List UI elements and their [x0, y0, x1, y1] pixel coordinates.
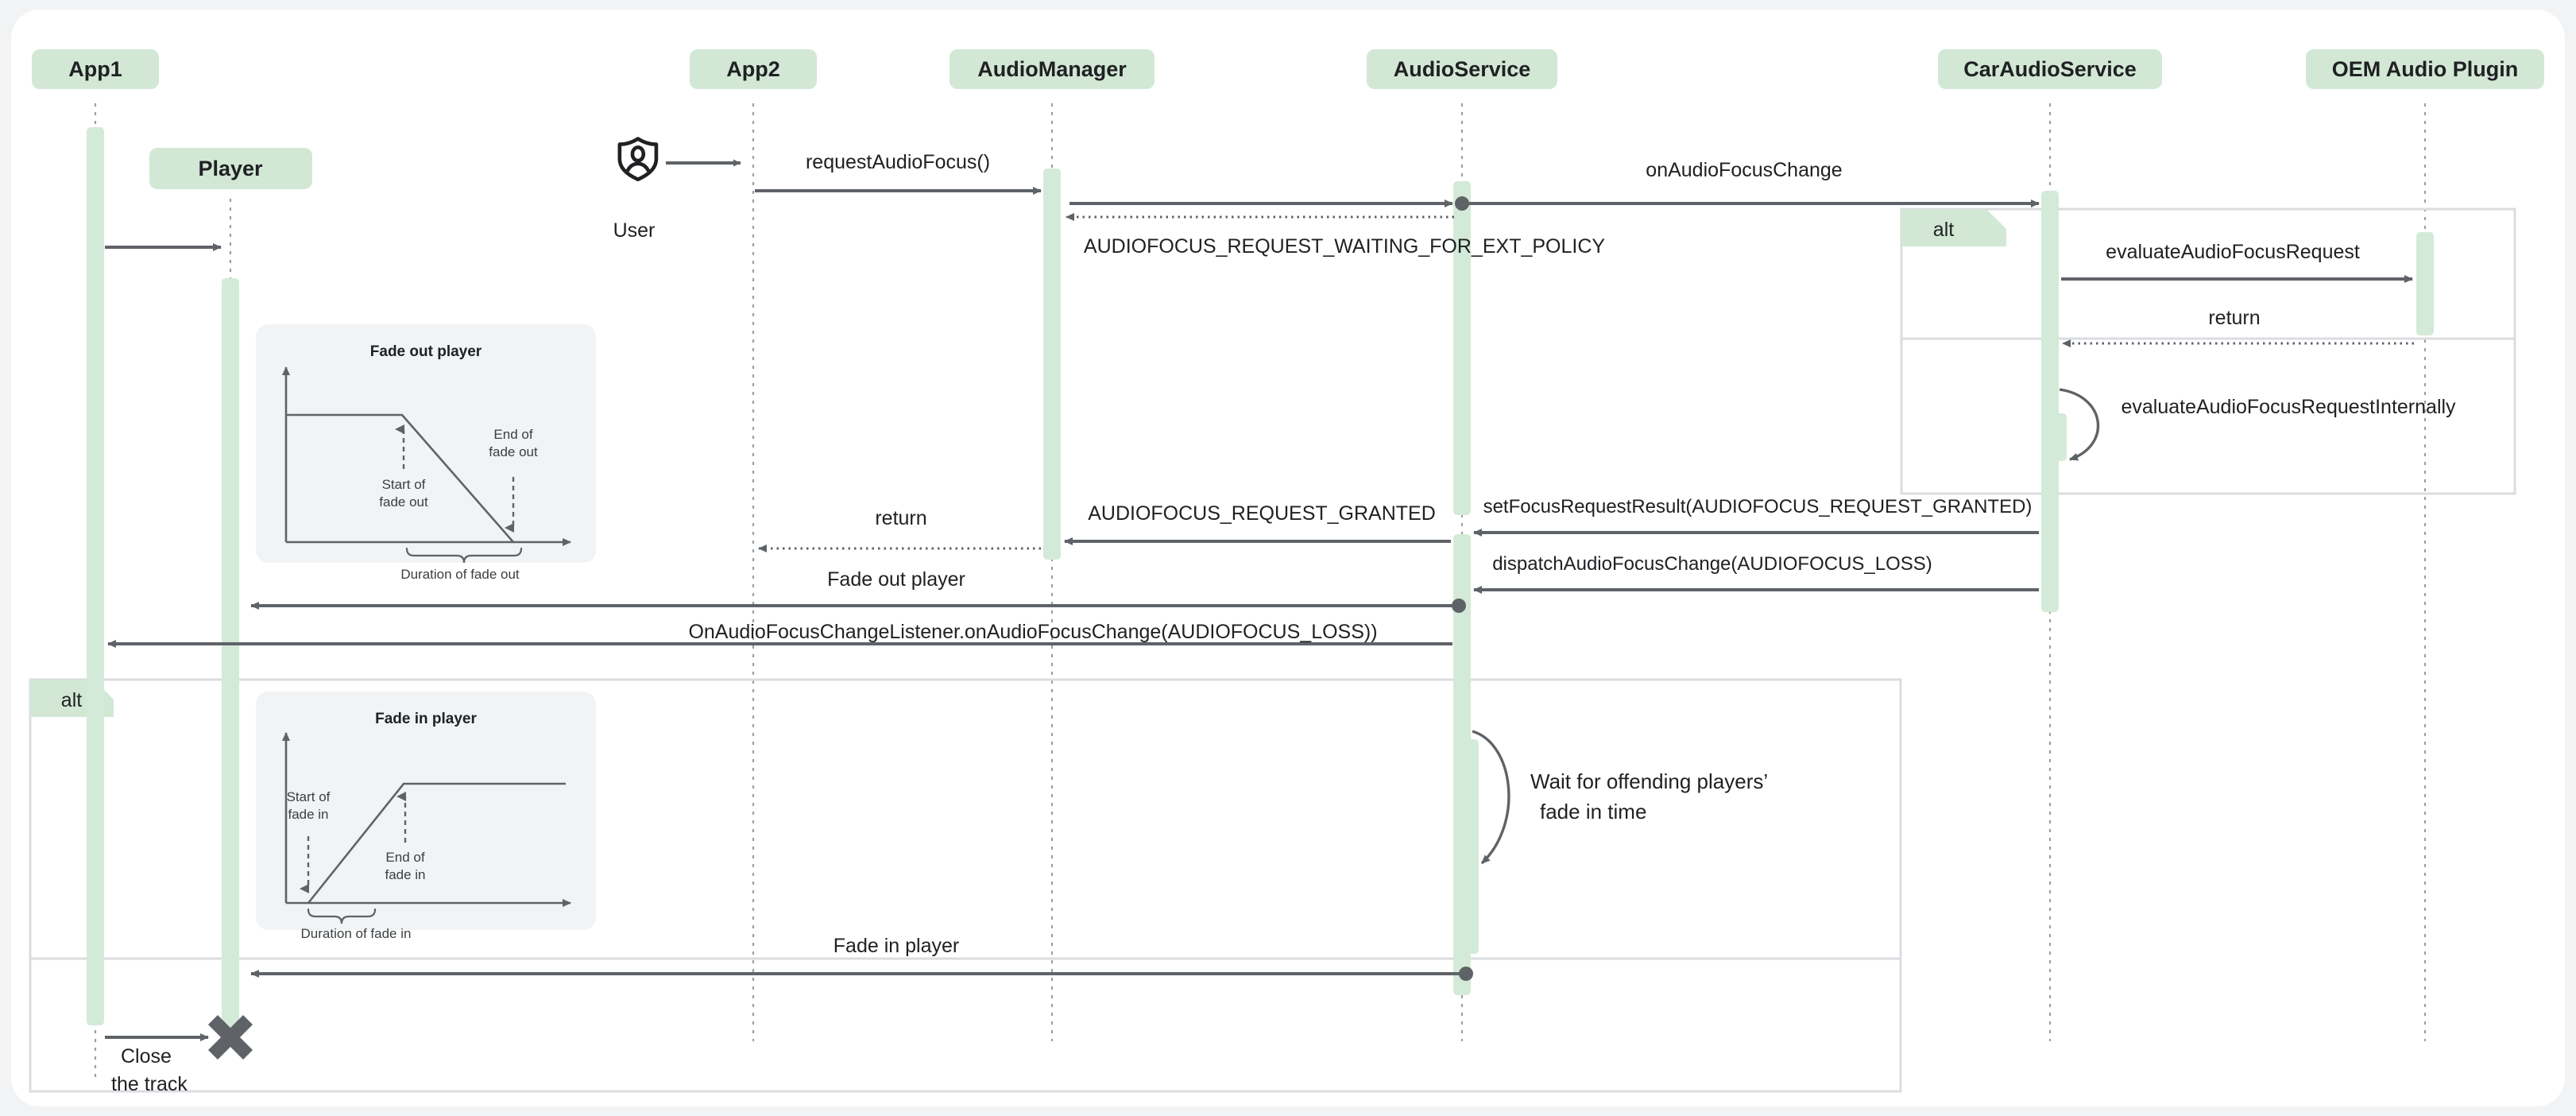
- note-wait-line1: Wait for offending players’: [1530, 769, 1768, 793]
- activation-audiomanager: [1043, 169, 1061, 560]
- chart-fade-in-duration: Duration of fade in: [301, 926, 412, 941]
- actor-user-label: User: [613, 219, 656, 242]
- message-closethetrack: Close the track: [105, 1033, 209, 1095]
- message-onaudiofocuschange-label: onAudioFocusChange: [1646, 159, 1842, 181]
- activation-app1: [87, 127, 104, 1025]
- message-fadeinplayer: Fade in player: [250, 935, 1473, 981]
- message-onaudiofocuschangelistener: OnAudioFocusChangeListener.onAudioFocusC…: [107, 621, 1452, 648]
- activation-oemplugin: [2416, 232, 2434, 335]
- activation-audioservice-3: [1461, 739, 1479, 954]
- message-granted-label: AUDIOFOCUS_REQUEST_GRANTED: [1088, 502, 1436, 525]
- chart-fade-out-end-l2: fade out: [489, 444, 538, 459]
- user-shield-icon: [617, 137, 659, 182]
- message-waiting-ext-policy-label: AUDIOFOCUS_REQUEST_WAITING_FOR_EXT_POLIC…: [1084, 235, 1605, 258]
- participant-caraudioservice-label: CarAudioService: [1963, 57, 2137, 81]
- participant-player-label: Player: [198, 157, 263, 180]
- chart-fade-out-start-l2: fade out: [379, 494, 428, 510]
- message-evaluate-internally-label: evaluateAudioFocusRequestInternally: [2121, 396, 2456, 418]
- message-fadeinplayer-label: Fade in player: [834, 935, 959, 957]
- participant-app2[interactable]: App2: [690, 49, 817, 89]
- message-evaluate-internally: evaluateAudioFocusRequestInternally: [2059, 388, 2456, 461]
- alt-left-label: alt: [61, 689, 82, 711]
- message-waiting-ext-policy: AUDIOFOCUS_REQUEST_WAITING_FOR_EXT_POLIC…: [1066, 213, 1605, 258]
- message-closethetrack-label-line1: Close: [121, 1045, 172, 1068]
- message-return-am: return: [758, 507, 1041, 552]
- activation-player: [222, 278, 239, 1033]
- activation-audioservice-1: [1453, 181, 1471, 515]
- message-evaluateaudiofocusrequest-label: evaluateAudioFocusRequest: [2106, 241, 2360, 263]
- participant-app2-label: App2: [726, 57, 780, 81]
- participant-player[interactable]: Player: [149, 148, 312, 189]
- participant-audioservice[interactable]: AudioService: [1367, 49, 1557, 89]
- chart-fade-in-end-l2: fade in: [385, 867, 425, 882]
- participant-audioservice-label: AudioService: [1394, 57, 1531, 81]
- participant-app1[interactable]: App1: [32, 49, 159, 89]
- chart-fade-out-title: Fade out player: [370, 343, 482, 360]
- message-requestaudiofocus: requestAudioFocus(): [755, 151, 1042, 195]
- chart-fade-out-player: Fade out player Start of fade out End of…: [256, 324, 596, 582]
- participant-app1-label: App1: [68, 57, 122, 81]
- note-wait-offending-players: Wait for offending players’ fade in time: [1472, 730, 1768, 865]
- message-requestaudiofocus-label: requestAudioFocus(): [806, 151, 990, 173]
- activation-caraudioservice-self: [2049, 413, 2067, 461]
- activation-caraudioservice: [2041, 191, 2059, 612]
- actor-user: User: [613, 137, 659, 242]
- note-wait-line2: fade in time: [1540, 800, 1646, 823]
- message-fadeoutplayer-label: Fade out player: [827, 568, 965, 591]
- message-setfocusrequestresult-label: setFocusRequestResult(AUDIOFOCUS_REQUEST…: [1483, 496, 2033, 517]
- chart-fade-in-start-l1: Start of: [287, 789, 331, 804]
- activation-bars: [87, 127, 2434, 1033]
- participant-audiomanager[interactable]: AudioManager: [950, 49, 1155, 89]
- chart-fade-in-title: Fade in player: [375, 711, 477, 727]
- participant-caraudioservice[interactable]: CarAudioService: [1938, 49, 2162, 89]
- message-evaluateaudiofocusrequest: evaluateAudioFocusRequest: [2061, 241, 2413, 283]
- message-onaudiofocuschangelistener-label: OnAudioFocusChangeListener.onAudioFocusC…: [688, 621, 1377, 643]
- message-dispatchaudiofocuschange: dispatchAudioFocusChange(AUDIOFOCUS_LOSS…: [1473, 553, 2039, 594]
- participant-oemplugin[interactable]: OEM Audio Plugin: [2306, 49, 2544, 89]
- message-return-oem: return: [2062, 307, 2414, 347]
- participant-oemplugin-label: OEM Audio Plugin: [2332, 57, 2518, 81]
- participant-audiomanager-label: AudioManager: [977, 57, 1127, 81]
- chart-fade-in-start-l2: fade in: [288, 807, 328, 822]
- x-cross-icon: [207, 1014, 253, 1060]
- message-dispatchaudiofocuschange-label: dispatchAudioFocusChange(AUDIOFOCUS_LOSS…: [1492, 553, 1932, 575]
- message-fadeoutplayer: Fade out player: [250, 568, 1466, 613]
- message-closethetrack-label-line2: the track: [111, 1073, 188, 1095]
- message-onaudiofocuschange: onAudioFocusChange: [1069, 159, 2040, 211]
- chart-fade-in-player: Fade in player Start of fade in End of f…: [256, 692, 596, 941]
- fragment-alt-right: alt: [1900, 207, 2516, 495]
- chart-fade-out-duration: Duration of fade out: [400, 567, 520, 582]
- chart-fade-out-start-l1: Start of: [382, 477, 426, 492]
- message-return-am-label: return: [875, 507, 926, 529]
- chart-fade-out-end-l1: End of: [493, 427, 532, 442]
- alt-right-label: alt: [1933, 219, 1954, 241]
- chart-fade-in-end-l1: End of: [385, 850, 424, 865]
- message-return-oem-label: return: [2208, 307, 2260, 329]
- message-granted: AUDIOFOCUS_REQUEST_GRANTED: [1064, 502, 1451, 545]
- message-setfocusrequestresult: setFocusRequestResult(AUDIOFOCUS_REQUEST…: [1473, 496, 2039, 537]
